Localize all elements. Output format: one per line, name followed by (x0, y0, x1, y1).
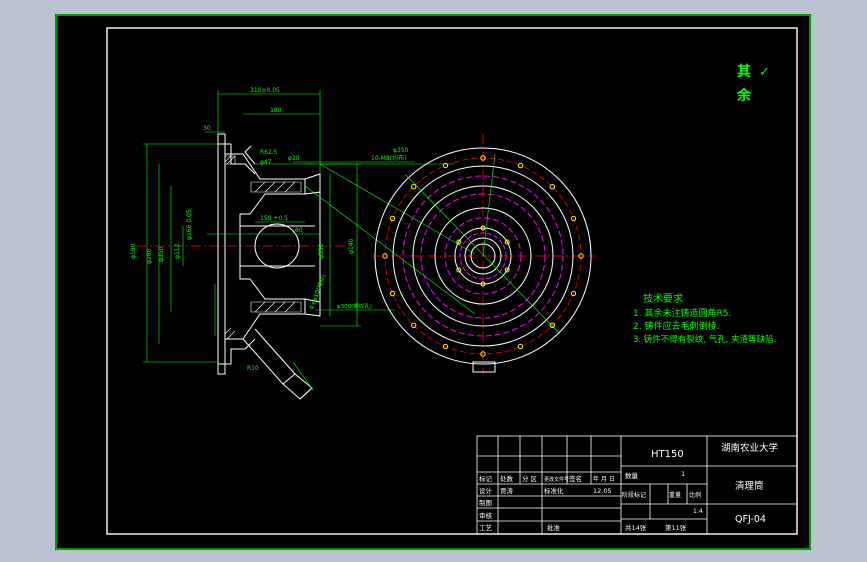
bolt-hole (389, 215, 396, 222)
dim-80: 80 (295, 227, 303, 234)
dim-180: 180 (270, 107, 282, 114)
bolt-hole (389, 290, 396, 297)
tb-design-label: 设计 (479, 486, 493, 495)
tb-approve-label: 批准 (547, 523, 561, 532)
bolt-hole (480, 155, 486, 161)
dim-phi47: φ47 (260, 159, 272, 166)
tb-scale-value: 1:4 (693, 508, 703, 515)
dim-phi180: φ180 (130, 243, 137, 259)
front-view: φ350 (373, 134, 595, 374)
drawing-number-text: QFJ-04 (735, 514, 766, 525)
bolt-hole (504, 267, 510, 273)
tb-weight-label: 重量 (669, 491, 681, 499)
bolt-hole (480, 225, 486, 231)
inner-border (106, 27, 798, 535)
tb-scale-label: 比例 (689, 491, 701, 499)
tech-item-2: 2. 铸件应去毛刺倒棱. (633, 320, 719, 332)
bolt-hole (570, 215, 577, 222)
tb-header-4: 更改文件号 (544, 476, 569, 483)
bolt-hole (517, 343, 524, 350)
part-name-text: 清理筒 (735, 480, 764, 492)
tech-item-3: 3. 铸件不得有裂纹, 气孔, 夹渣等缺陷. (633, 334, 776, 345)
bolt-holes-outer (382, 155, 584, 357)
cad-viewport[interactable]: 其 余 ✓ (55, 14, 811, 550)
bolt-hole (549, 322, 555, 328)
dim-holes-bottom: φ300(螺纹孔) (337, 302, 372, 310)
tb-designer: 贾涛 (500, 486, 514, 495)
tb-sheets: 共14张 (625, 523, 647, 532)
dim-310: 310±0.05 (250, 87, 280, 94)
dim-phi350: φ350 (158, 246, 165, 262)
tb-process-label: 工艺 (479, 524, 493, 532)
bolt-hole (504, 239, 510, 245)
tb-header-5: 签名 (569, 474, 582, 483)
title-block-text: HT150 湖南农业大学 清理筒 QFJ-04 标记 处数 分 区 更改文件号 … (479, 442, 778, 532)
tb-stage-label: 阶段标记 (622, 491, 646, 499)
bolt-hole (411, 184, 417, 190)
dim-phi-right: φ350 (318, 243, 325, 259)
dim-150: 150 +0.5 (260, 215, 288, 222)
tb-sheet-no: 第11张 (665, 523, 687, 532)
bolt-holes-inner (456, 225, 510, 287)
tb-qty-label: 数量 (625, 471, 639, 480)
bolt-hole (456, 267, 462, 273)
tech-requirements: 技术要求 1. 其余未注铸造圆角R5. 2. 铸件应去毛刺倒棱. 3. 铸件不得… (633, 292, 776, 345)
tb-header-6: 年 月 日 (593, 475, 615, 483)
dim-phi140: φ140 (348, 238, 355, 254)
bolt-hole (517, 162, 524, 169)
bolt-hole (570, 290, 577, 297)
dim-holes-top: 10-M8(均布) (371, 154, 406, 162)
bolt-hole (480, 351, 486, 357)
material-text: HT150 (651, 449, 684, 460)
section-view (137, 133, 355, 400)
title-block (476, 435, 798, 535)
outer-border (55, 14, 811, 550)
tb-date: 12.05 (593, 487, 612, 495)
tb-header-2: 处数 (500, 474, 514, 483)
tb-header-1: 标记 (479, 474, 493, 483)
bolt-hole (442, 343, 449, 350)
dim-30: 30 (203, 125, 211, 132)
bolt-hole (578, 253, 584, 259)
finish-symbol-icon: ✓ (759, 65, 770, 80)
bolt-hole (549, 184, 555, 190)
tech-item-1: 1. 其余未注铸造圆角R5. (633, 307, 731, 319)
tb-draw-label: 制图 (479, 498, 492, 507)
dim-phi-circle: φ350 (393, 147, 409, 154)
tb-review-label: 审核 (479, 511, 493, 520)
tb-qty-value: 1 (681, 470, 685, 478)
dim-side: 4×φ10(均布) (307, 273, 327, 311)
dim-phi280: φ280 (146, 248, 153, 264)
bolt-hole (442, 162, 449, 169)
finish-text-2: 余 (736, 87, 752, 104)
tb-header-3: 分 区 (522, 474, 538, 483)
tech-title: 技术要求 (643, 292, 683, 305)
surface-finish-note: 其 余 ✓ (736, 64, 770, 104)
dim-phi112: φ112 (174, 243, 181, 259)
engineering-drawing: 其 余 ✓ (55, 14, 811, 550)
dim-phi-left: φ160 0.05 (186, 209, 193, 240)
bolt-hole (456, 239, 462, 245)
dim-r62: R62.5 (260, 149, 278, 156)
university-text: 湖南农业大学 (721, 442, 778, 454)
finish-text-1: 其 (737, 64, 751, 80)
bolt-hole (411, 322, 417, 328)
bolt-hole (480, 281, 486, 287)
dim-r10: R10 (247, 365, 259, 372)
bolt-hole (382, 253, 388, 259)
tb-standard: 标准化 (544, 486, 564, 495)
dim-phi-small: φ20 (288, 155, 300, 162)
